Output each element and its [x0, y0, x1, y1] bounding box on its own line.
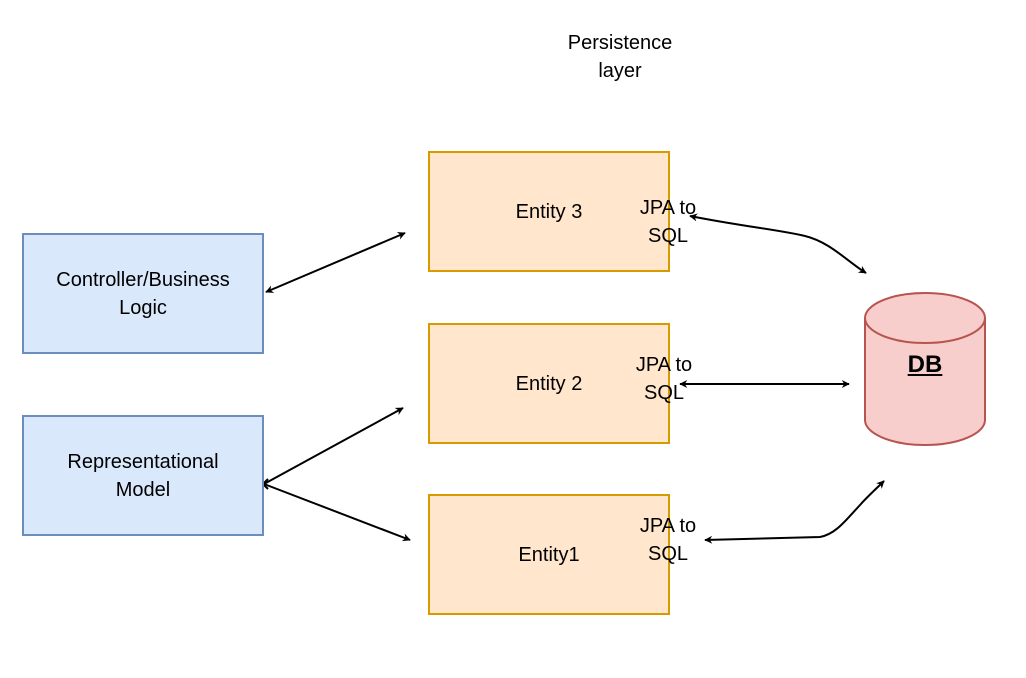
jpa-to-sql-label-entity1: JPA to SQL — [639, 515, 697, 565]
entity3-label: Entity 3 — [515, 200, 583, 223]
persistence-layer-title: Persistence layer — [567, 32, 673, 82]
edge-representational-entity1[interactable] — [263, 483, 411, 542]
edge-entity3-db[interactable] — [689, 213, 867, 274]
controller-business-logic-label: Controller/Business Logic — [56, 268, 230, 319]
jpa-to-sql-label-entity2: JPA to SQL — [635, 354, 693, 404]
db-cylinder[interactable] — [864, 292, 986, 446]
edge-entity1-db[interactable] — [704, 480, 885, 544]
edge-representational-entity2[interactable] — [263, 407, 404, 485]
entity2-label: Entity 2 — [515, 372, 583, 395]
entity3-node[interactable]: Entity 3 — [428, 151, 670, 272]
representational-model-label: Representational Model — [67, 450, 219, 501]
controller-business-logic-node[interactable]: Controller/Business Logic — [22, 233, 264, 354]
edge-controller-entity3[interactable] — [265, 232, 406, 293]
db-label: DB — [907, 351, 943, 378]
jpa-to-sql-label-entity3: JPA to SQL — [639, 197, 697, 247]
entity2-node[interactable]: Entity 2 — [428, 323, 670, 444]
representational-model-node[interactable]: Representational Model — [22, 415, 264, 536]
entity1-node[interactable]: Entity1 — [428, 494, 670, 615]
entity1-label: Entity1 — [518, 543, 580, 566]
